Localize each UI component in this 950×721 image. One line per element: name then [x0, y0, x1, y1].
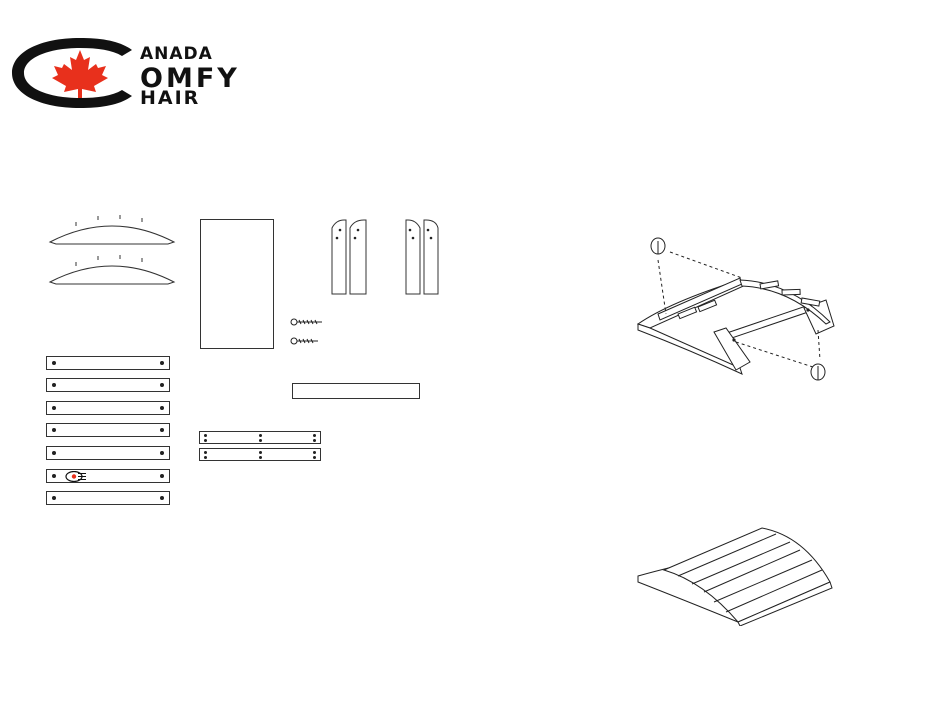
- short-bar: [199, 431, 321, 444]
- screw-icon: [651, 238, 665, 254]
- large-panel: [200, 219, 274, 349]
- slat: [46, 401, 170, 415]
- long-bar: [292, 383, 420, 399]
- slat: [46, 423, 170, 437]
- rear-rail: [658, 278, 742, 320]
- arc-board: [50, 255, 174, 284]
- side-leg: [332, 220, 346, 294]
- side-leg: [406, 220, 420, 294]
- finished-ottoman-view: [634, 526, 836, 626]
- logo-line-canada: ANADA: [140, 46, 213, 63]
- logo-line-chair: HAIR: [140, 89, 200, 108]
- short-bar: [199, 448, 321, 461]
- brand-logo: ANADA OMFY HAIR: [10, 38, 280, 108]
- side-leg: [424, 220, 438, 294]
- slat: [46, 356, 170, 370]
- slat: [46, 446, 170, 460]
- mini-brand-logo-icon: [65, 471, 87, 482]
- maple-leaf-icon: [52, 50, 108, 98]
- side-legs-diagram: [330, 218, 442, 296]
- assembly-view-with-screws: [630, 232, 840, 390]
- slat: [46, 378, 170, 392]
- arc-board: [50, 215, 174, 244]
- screw-icon: [290, 318, 324, 326]
- arc-boards-diagram: [46, 214, 178, 286]
- slat: [46, 491, 170, 505]
- screw-icon: [811, 364, 825, 380]
- logo-c-ring-icon: [10, 38, 150, 108]
- screw-icon: [290, 337, 320, 345]
- slat-with-logo: [46, 469, 170, 483]
- ottoman-top: [664, 528, 830, 622]
